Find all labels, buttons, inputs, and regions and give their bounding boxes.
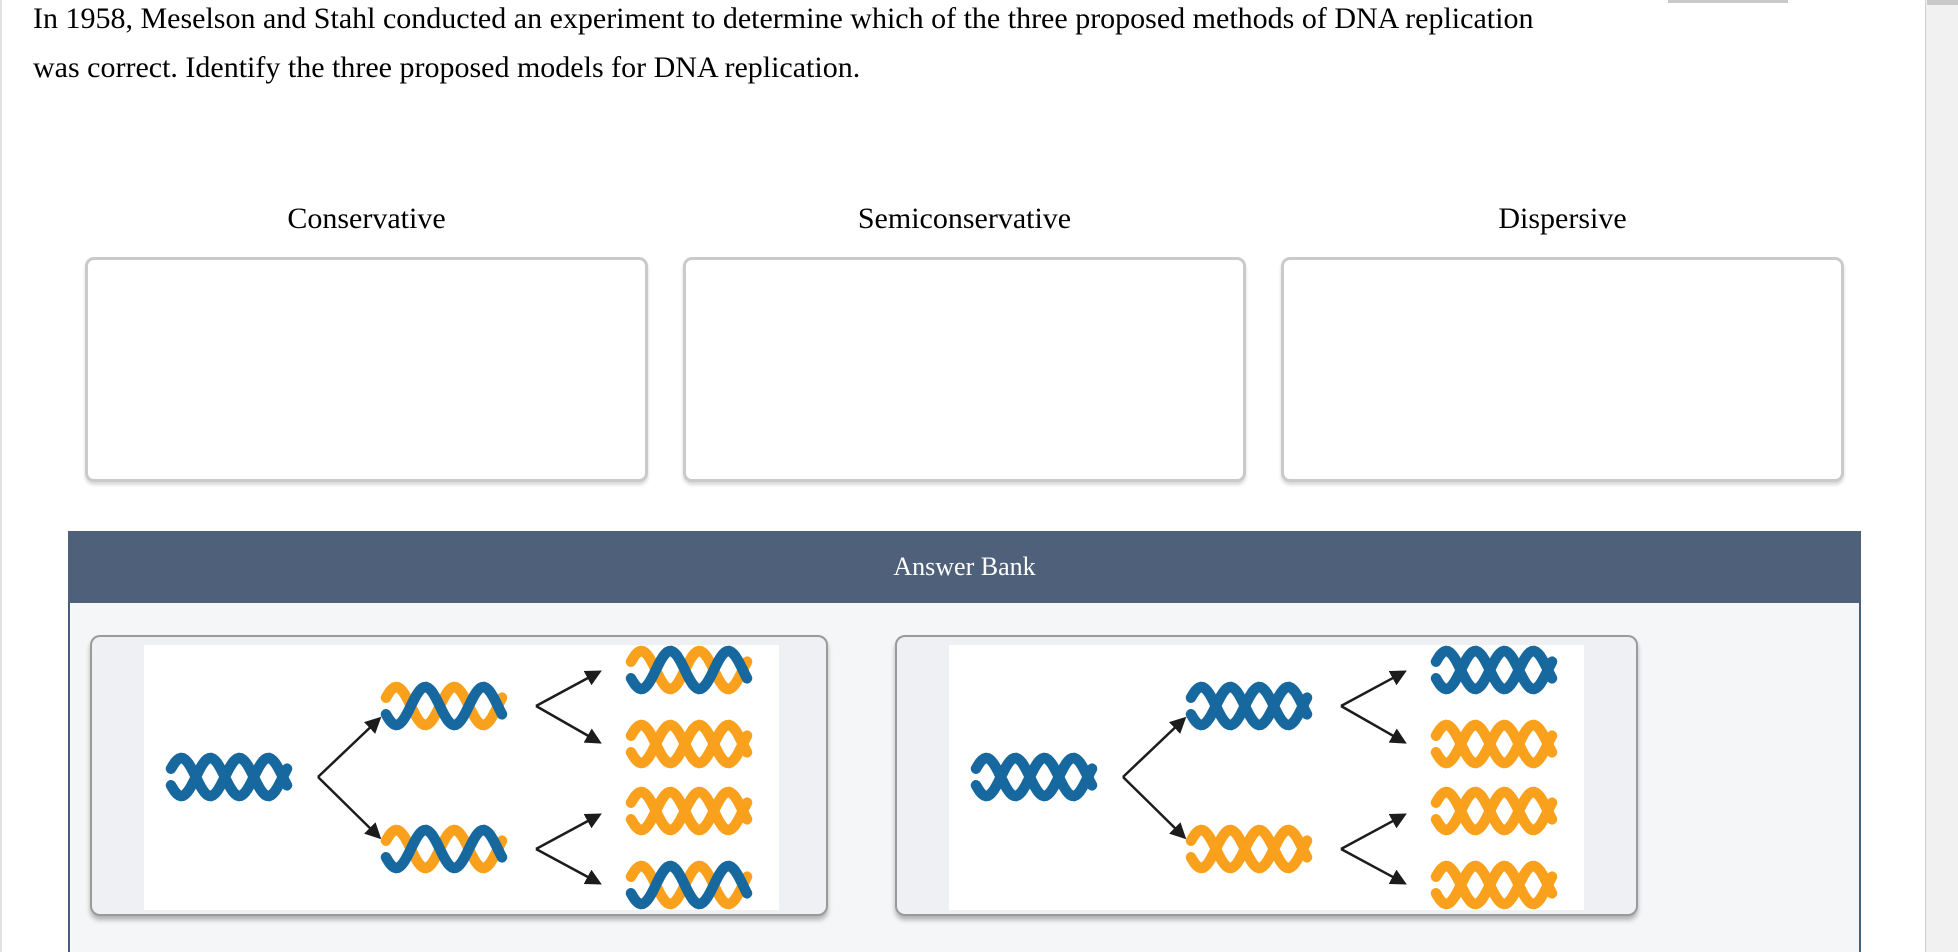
- dropzone-conservative[interactable]: [85, 257, 648, 482]
- question-line-2: was correct. Identify the three proposed…: [33, 51, 861, 84]
- label-semiconservative: Semiconservative: [857, 202, 1072, 235]
- answer-bank-title: Answer Bank: [893, 552, 1036, 581]
- answer-bank-item-semiconservative[interactable]: [90, 635, 828, 916]
- answer-bank-body: [68, 603, 1861, 952]
- clipped-element-top-edge: [1668, 0, 1788, 3]
- dna-diagram-semiconservative: [144, 645, 779, 910]
- dna-diagram-conservative: [949, 645, 1584, 910]
- answer-bank-header: Answer Bank: [68, 531, 1861, 603]
- page-left-hairline: [0, 0, 2, 952]
- dropzone-semiconservative[interactable]: [683, 257, 1246, 482]
- question-line-1: In 1958, Meselson and Stahl conducted an…: [33, 2, 1534, 35]
- vertical-scrollbar-thumb[interactable]: [1927, 0, 1958, 5]
- question-text: In 1958, Meselson and Stahl conducted an…: [33, 0, 1533, 92]
- dropzone-dispersive[interactable]: [1281, 257, 1844, 482]
- vertical-scrollbar-track[interactable]: [1925, 0, 1958, 952]
- label-conservative: Conservative: [287, 202, 446, 235]
- answer-bank-item-conservative[interactable]: [895, 635, 1638, 916]
- answer-bank: Answer Bank: [68, 531, 1861, 952]
- label-dispersive: Dispersive: [1498, 202, 1627, 235]
